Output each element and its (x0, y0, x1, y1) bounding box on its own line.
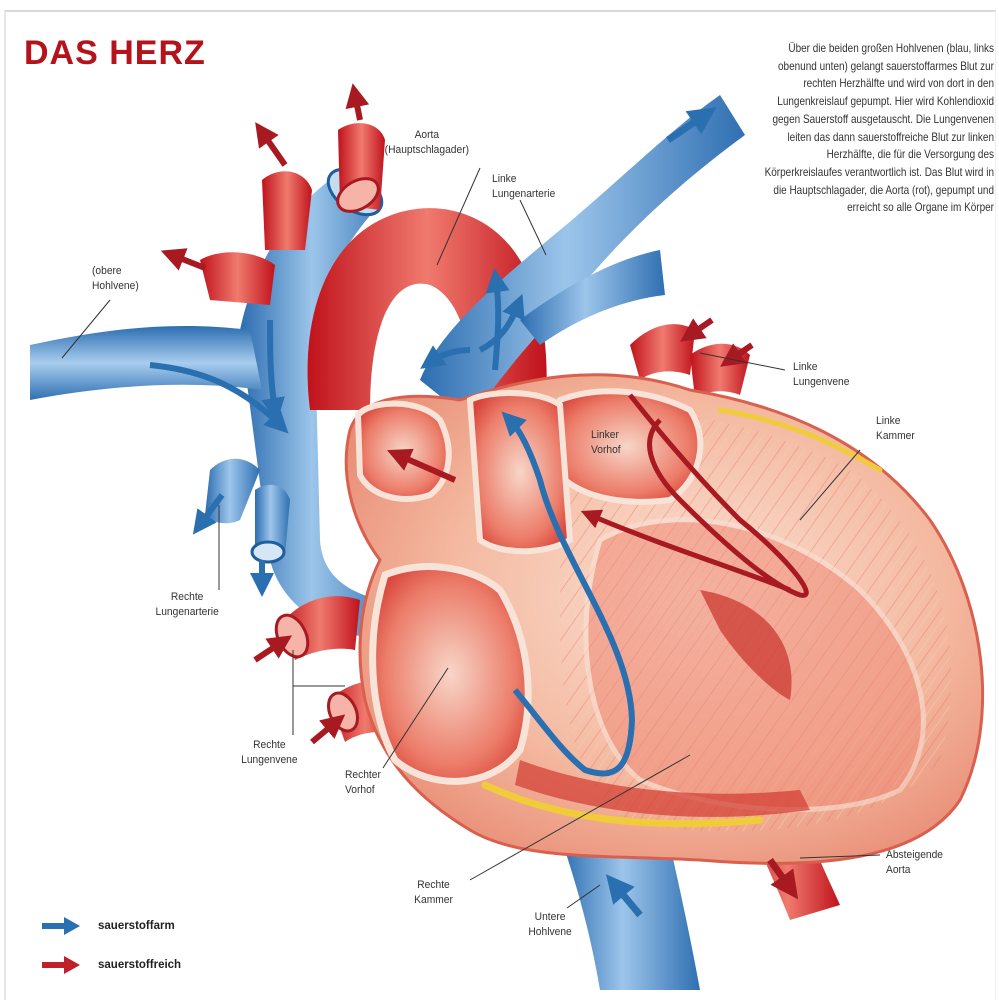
label-linke-lungenvene: Linke Lungenvene (793, 360, 849, 390)
flow-arrow-lpv-1 (690, 320, 712, 335)
legend-item-sauerstoffreich: sauerstoffreich (40, 954, 181, 976)
label-rechte-lungenvene: Rechte Lungenvene (241, 738, 297, 768)
flow-arrow-aorta-branch-3 (172, 255, 205, 268)
flow-arrow-aorta-branch-1 (262, 132, 285, 165)
label-aorta: Aorta (Hauptschlagader) (385, 128, 469, 158)
left-pulmonary-vein-upper (630, 324, 695, 380)
flow-arrow-rpv-1 (255, 642, 282, 660)
label-linke-kammer: Linke Kammer (876, 414, 915, 444)
flow-arrow-aorta-branch-2 (355, 95, 360, 120)
label-rechter-vorhof: Rechter Vorhof (345, 768, 381, 798)
arrow-red-icon (40, 954, 82, 976)
right-ventricle (373, 567, 529, 782)
legend-label: sauerstoffreich (98, 959, 181, 971)
legend-label: sauerstoffarm (98, 920, 175, 932)
flow-arrow-pulmonary-3 (495, 280, 498, 370)
legend-item-sauerstoffarm: sauerstoffarm (40, 915, 175, 937)
label-rechte-kammer: Rechte Kammer (414, 878, 453, 908)
right-pulmonary-artery-branch-1 (205, 459, 260, 524)
aorta-branch-1 (262, 171, 312, 250)
aorta-branch-3 (200, 252, 275, 305)
flow-arrow-rpv-2 (312, 722, 336, 742)
label-absteigende-aorta: Absteigende Aorta (886, 848, 943, 878)
arrow-blue-icon (40, 915, 82, 937)
intro-text: Über die beiden großen Hohlvenen (blau, … (760, 40, 994, 217)
label-rechte-lungenarterie: Rechte Lungenarterie (156, 590, 219, 620)
label-obere-hohlvene: (obere Hohlvene) (92, 264, 139, 294)
page-title: DAS HERZ (24, 34, 206, 73)
right-atrium (358, 404, 449, 499)
label-linke-lungenarterie: Linke Lungenarterie (492, 172, 555, 202)
label-linker-vorhof: Linker Vorhof (591, 428, 621, 458)
label-untere-hohlvene: Untere Hohlvene (528, 910, 571, 940)
left-atrium (553, 391, 700, 502)
